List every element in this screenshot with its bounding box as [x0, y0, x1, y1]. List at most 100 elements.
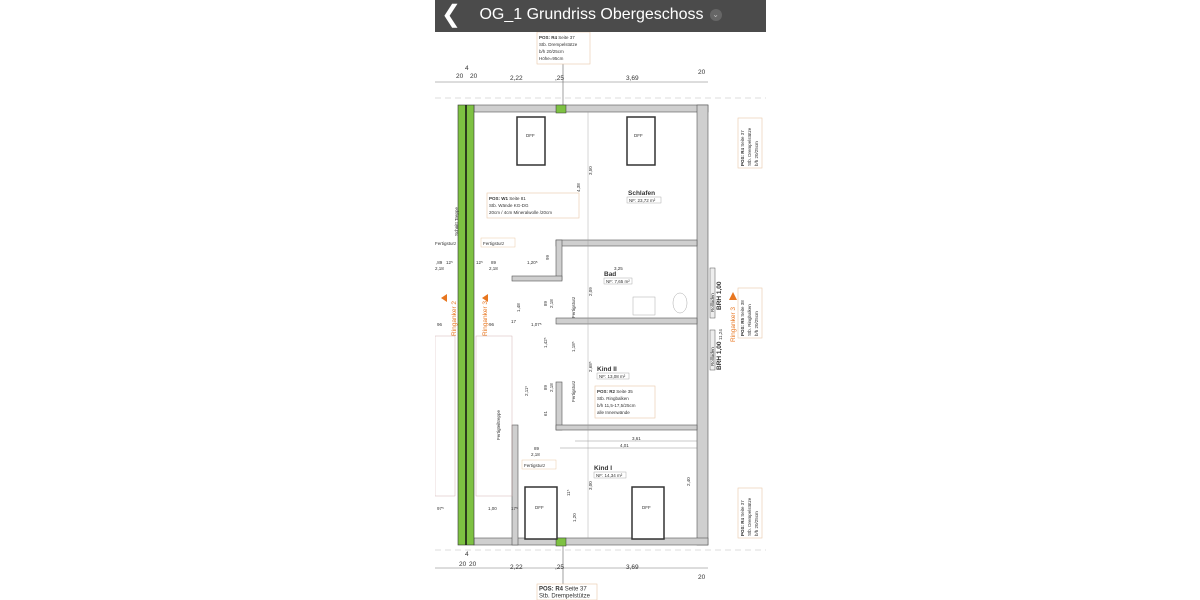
window-right [709, 329, 716, 371]
window-dff[interactable]: DFF [524, 486, 558, 540]
floor-plan[interactable]: 4 20 20 2,22 ,25 3,69 20 4 20 20 2,22 ,2… [435, 0, 766, 600]
svg-text:89: 89 [491, 260, 497, 265]
svg-text:POS: W1 Seite 81: POS: W1 Seite 81 [489, 196, 526, 201]
svg-text:b/h 11,5-17,5/25cm: b/h 11,5-17,5/25cm [597, 403, 636, 408]
ringanker-label: Ringanker 3 [482, 301, 489, 336]
svg-text:2,09: 2,09 [588, 287, 593, 296]
svg-text:3,61: 3,61 [632, 436, 641, 441]
svg-text:89: 89 [543, 300, 548, 306]
svg-text:POS: R4 Seite 37: POS: R4 Seite 37 [539, 587, 587, 593]
stairs [435, 335, 513, 497]
window-dff[interactable]: DFF [516, 116, 546, 166]
svg-text:1,07⁵: 1,07⁵ [531, 322, 542, 327]
svg-text:4,38: 4,38 [576, 183, 581, 192]
ringanker-marker [441, 294, 447, 302]
fertigsturz-label: Fertigsturz [571, 380, 576, 402]
column-r4 [555, 537, 567, 547]
dim: ,25 [555, 564, 564, 571]
svg-text:Höhe=95cm: Höhe=95cm [539, 56, 564, 61]
dim: 2,22 [510, 564, 523, 571]
svg-text:Stb. Drempelstütze: Stb. Drempelstütze [539, 42, 578, 47]
svg-text:2,18: 2,18 [435, 266, 444, 271]
svg-text:1,20⁵: 1,20⁵ [527, 260, 538, 265]
fertigsturz-label: Fertigsturz [480, 237, 516, 248]
dim: 4 [465, 65, 469, 72]
svg-text:b/h 20/25cm: b/h 20/25cm [754, 141, 759, 166]
svg-text:17⁵: 17⁵ [511, 506, 518, 511]
note-w1[interactable]: POS: W1 Seite 81 Stb. Wände KG-DG 20cm /… [486, 192, 580, 219]
svg-text:2,40: 2,40 [686, 477, 691, 486]
svg-text:1,42⁵: 1,42⁵ [543, 337, 548, 348]
svg-text:1,48: 1,48 [516, 303, 521, 312]
svg-text:3,00: 3,00 [588, 481, 593, 490]
svg-text:Fertigsturz: Fertigsturz [483, 241, 505, 246]
svg-text:Stb. Ringbalken: Stb. Ringbalken [597, 396, 629, 401]
chevron-down-icon[interactable]: ⌄ [709, 8, 722, 21]
window-dff[interactable]: DFF [631, 486, 665, 540]
svg-text:17: 17 [511, 319, 517, 324]
svg-text:20cm / 4cm Mineralwolle /20cm: 20cm / 4cm Mineralwolle /20cm [489, 210, 552, 215]
svg-text:DFF: DFF [634, 133, 643, 138]
sink [632, 296, 656, 316]
rollladen-label: Rollladen [710, 293, 715, 312]
column-r4 [555, 104, 567, 114]
document-title[interactable]: OG_1 Grundriss Obergeschoss ⌄ [435, 6, 766, 24]
window-right [709, 267, 716, 319]
svg-text:97⁵: 97⁵ [437, 506, 444, 511]
schnitt-label: Schnitt Treppe [454, 206, 459, 236]
svg-text:1,18⁵: 1,18⁵ [571, 341, 576, 352]
toilet [672, 292, 688, 314]
svg-text:DFF: DFF [642, 505, 651, 510]
svg-text:Kind I: Kind I [594, 465, 612, 472]
svg-text:Schlafen: Schlafen [628, 190, 655, 197]
note-r2[interactable]: POS: R2 Seite 35 Stb. Ringbalken b/h 11,… [594, 385, 656, 419]
svg-text:Stb. Ringbalken: Stb. Ringbalken [747, 304, 752, 336]
svg-text:b/h 20/25cm: b/h 20/25cm [754, 511, 759, 536]
note-r5[interactable]: POS: R5 Seite 38 Stb. Ringbalken b/h 20/… [737, 287, 763, 339]
back-button[interactable]: ❮ [441, 1, 462, 28]
room-kind-i[interactable]: Kind INF: 14,34 m² [593, 465, 627, 479]
svg-text:NF: 14,34 m²: NF: 14,34 m² [596, 473, 623, 478]
svg-text:POS: R4 Seite 37: POS: R4 Seite 37 [539, 35, 575, 40]
svg-text:Bad: Bad [604, 271, 616, 278]
title-text: OG_1 Grundriss Obergeschoss [479, 6, 704, 23]
note-r4-right-top[interactable]: POS: R4 Seite 37 Stb. Drempelstütze b/h … [737, 117, 763, 169]
svg-text:DFF: DFF [535, 505, 544, 510]
svg-text:b/h 20/25cm: b/h 20/25cm [754, 311, 759, 336]
svg-text:Kind II: Kind II [597, 366, 617, 373]
svg-text:DFF: DFF [526, 133, 535, 138]
svg-text:NF: 7,65 m²: NF: 7,65 m² [606, 279, 630, 284]
svg-text:POS: R5 Seite 38: POS: R5 Seite 38 [740, 300, 745, 336]
svg-text:NF: 23,72 m²: NF: 23,72 m² [629, 198, 656, 203]
svg-text:NF: 13,08 m²: NF: 13,08 m² [599, 374, 626, 379]
svg-text:1,00: 1,00 [488, 506, 497, 511]
svg-text:,89: ,89 [436, 260, 443, 265]
rollladen-label: Rollladen [710, 347, 715, 366]
svg-text:1,20: 1,20 [572, 513, 577, 522]
brh-label: BRH 1,00 [716, 341, 723, 370]
note-r4-right-bottom[interactable]: POS: R4 Seite 37 Stb. Drempelstütze b/h … [737, 487, 763, 539]
brh-label: BRH 1,00 [716, 281, 723, 310]
svg-text:61: 61 [543, 410, 548, 416]
svg-text:Stb. Drempelstütze: Stb. Drempelstütze [747, 127, 752, 166]
svg-text:89: 89 [543, 384, 548, 390]
ringanker-marker [729, 292, 737, 300]
ringanker-marker [482, 294, 488, 302]
phone-screen: 4 20 20 2,22 ,25 3,69 20 4 20 20 2,22 ,2… [435, 0, 766, 600]
fertigsturz-label: Fertigsturz [435, 241, 457, 246]
svg-text:Stb. Drempelstütze: Stb. Drempelstütze [747, 497, 752, 536]
window-dff[interactable]: DFF [626, 116, 656, 166]
dim: 2,22 [510, 75, 523, 82]
note-r4-bottom[interactable]: POS: R4 Seite 37 Stb. Drempelstütze [536, 583, 598, 600]
svg-text:POS: R4 Seite 37: POS: R4 Seite 37 [740, 130, 745, 166]
svg-text:96: 96 [489, 322, 495, 327]
svg-text:2,18: 2,18 [531, 452, 540, 457]
svg-text:99: 99 [545, 254, 550, 260]
note-r4-top[interactable]: POS: R4 Seite 37 Stb. Drempelstütze b/h … [536, 31, 591, 65]
svg-text:12⁵: 12⁵ [476, 260, 483, 265]
dimensions: 4,38 3,50 1,20⁵ 99 2,09 3,25 ,89 2,18 89… [435, 112, 697, 538]
svg-text:2,11⁵: 2,11⁵ [524, 386, 529, 396]
